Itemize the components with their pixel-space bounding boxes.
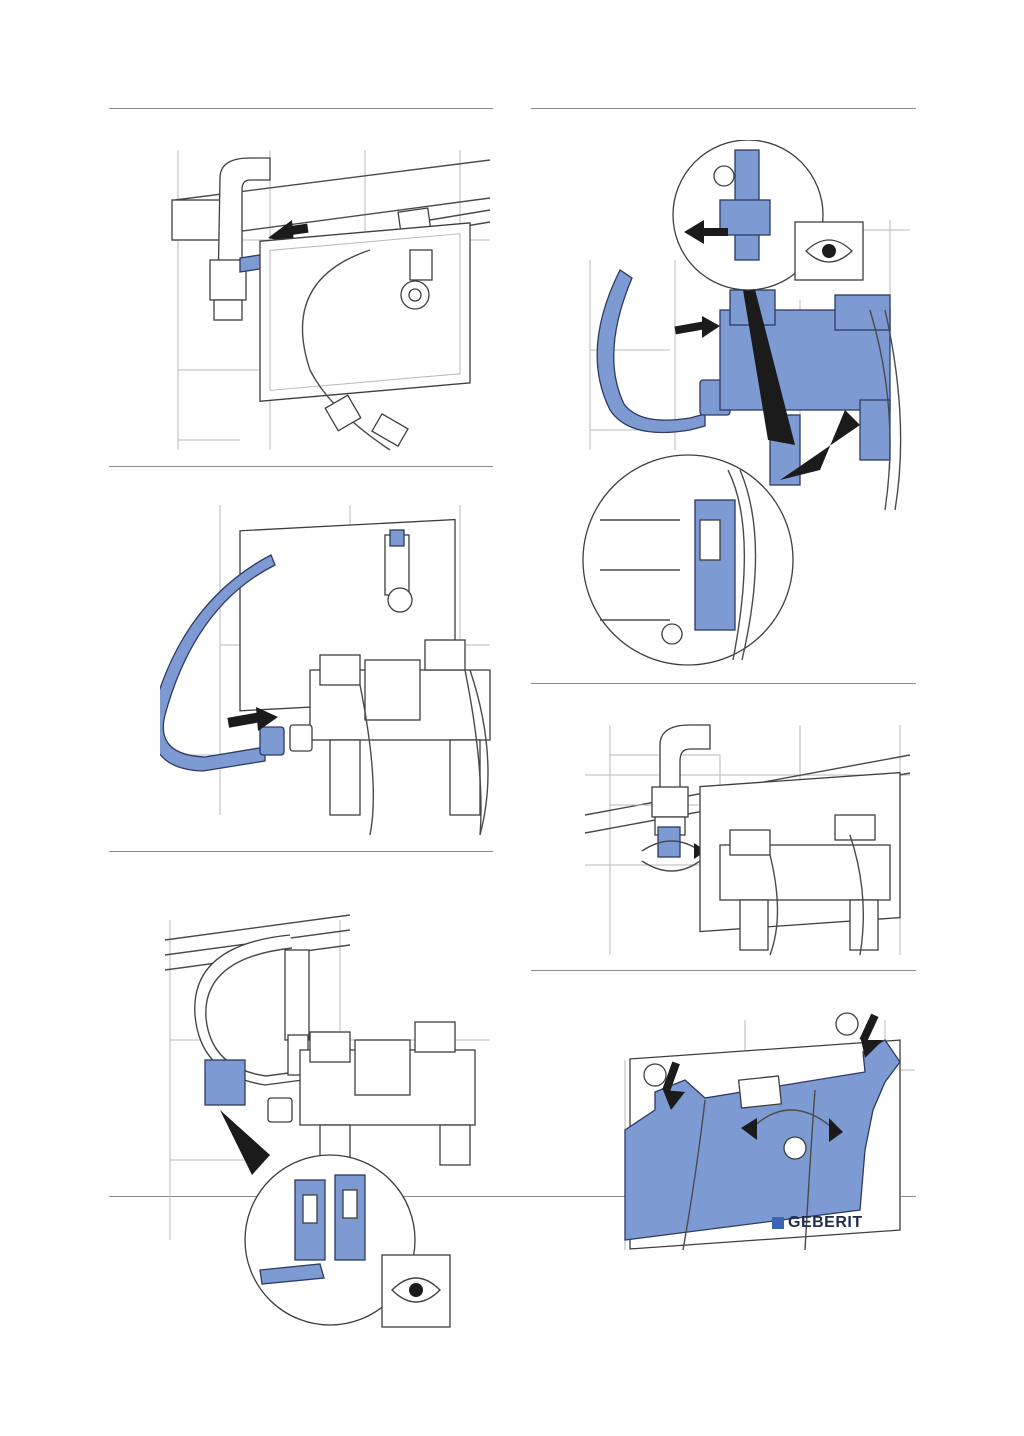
separator-rule — [109, 108, 493, 109]
brand-square-icon — [772, 1217, 784, 1229]
brand-name: GEBERIT — [788, 1214, 863, 1231]
separator-rule — [531, 970, 916, 971]
step-illustration-connect-valve-block — [160, 495, 495, 840]
separator-rule — [531, 683, 916, 684]
footer-rule — [109, 1196, 916, 1197]
eye-icon — [805, 239, 853, 263]
step-illustration-fit-cover-plate — [615, 1000, 915, 1260]
step-illustration-route-hose-clip — [160, 910, 495, 1335]
separator-rule — [109, 851, 493, 852]
rotate-icon — [741, 1109, 843, 1142]
separator-rule — [109, 466, 493, 467]
eye-icon — [391, 1277, 441, 1303]
step-illustration-connect-supply-hose — [160, 140, 495, 460]
step-illustration-check-valve-details — [580, 140, 915, 670]
separator-rule — [531, 108, 916, 109]
brand-logo: GEBERIT — [772, 1212, 863, 1234]
step-illustration-tighten-nut — [580, 715, 915, 960]
